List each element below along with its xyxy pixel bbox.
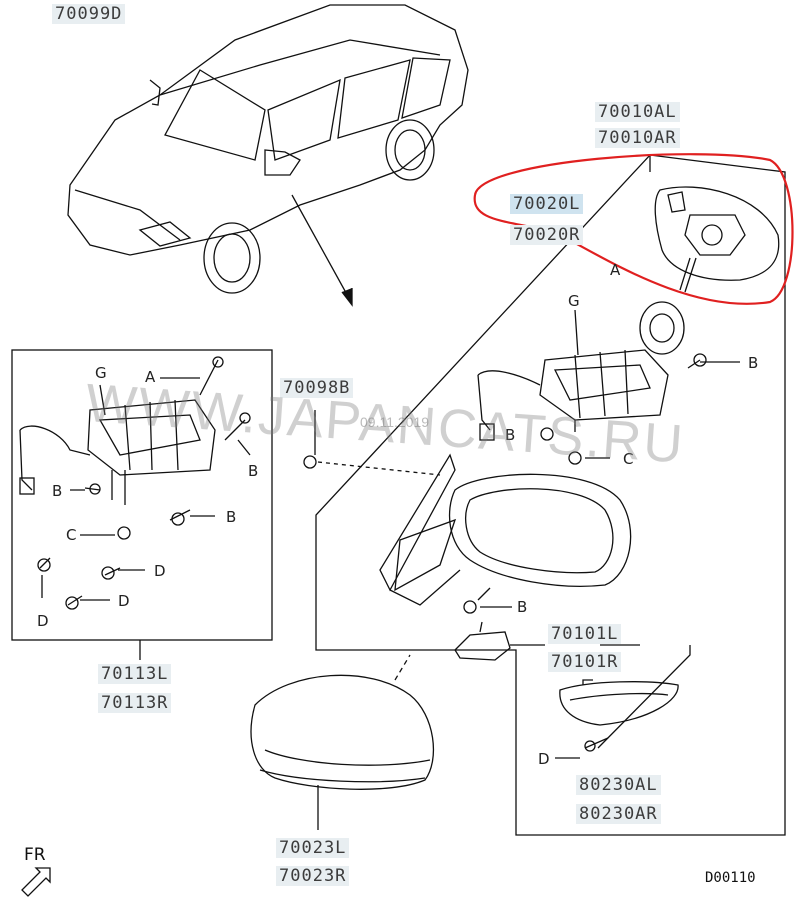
part-label-70010AR[interactable]: 70010AR xyxy=(595,128,680,148)
callout-b-right-1: B xyxy=(748,354,758,372)
screw-d2-left xyxy=(101,566,121,580)
part-label-70020L[interactable]: 70020L xyxy=(510,194,584,214)
mirror-bracket xyxy=(454,621,511,661)
callout-d-left-1: D xyxy=(154,562,166,580)
front-direction-label: FR xyxy=(24,845,46,865)
screw-c-right xyxy=(568,451,610,465)
callout-leaders-left xyxy=(41,377,251,601)
screw-a-left xyxy=(199,356,224,396)
callout-d-lamp: D xyxy=(538,750,550,768)
part-label-70098B[interactable]: 70098B xyxy=(280,378,354,398)
callout-a-glass: A xyxy=(610,261,621,279)
part-label-80230AR[interactable]: 80230AR xyxy=(576,804,661,824)
callout-d-left-2: D xyxy=(118,592,130,610)
lamp-leader xyxy=(597,645,691,749)
part-label-70023R[interactable]: 70023R xyxy=(276,866,350,886)
screw-b3-left xyxy=(169,509,191,526)
part-label-70101R[interactable]: 70101R xyxy=(548,652,622,672)
callout-b-left-1: B xyxy=(248,462,258,480)
turn-signal-lamp xyxy=(559,679,679,726)
screw-d-lamp xyxy=(555,737,609,759)
part-label-70101L[interactable]: 70101L xyxy=(548,624,622,644)
part-label-70113R[interactable]: 70113R xyxy=(98,693,172,713)
actuator-motor-right xyxy=(477,301,685,441)
grommet-70098B xyxy=(303,410,317,469)
screw-b-right xyxy=(687,353,707,369)
actuator-leader xyxy=(111,470,126,505)
part-label-70010AL[interactable]: 70010AL xyxy=(595,102,680,122)
grommet-dashed-leader xyxy=(317,461,441,476)
date-stamp: 09.11.2019 xyxy=(360,414,430,430)
callout-leaders-right xyxy=(574,309,740,432)
mirror-housing xyxy=(379,453,632,606)
callout-g-right: G xyxy=(568,292,580,310)
mirror-glass xyxy=(654,186,780,293)
screw-b1-left xyxy=(224,412,251,441)
assembly-frame xyxy=(315,154,786,836)
diagram-code: D00110 xyxy=(705,870,756,886)
pointer-arrow xyxy=(291,194,353,307)
screw-d1-left xyxy=(37,557,51,572)
part-label-70113L[interactable]: 70113L xyxy=(98,664,172,684)
cover-dashed-leader xyxy=(394,654,411,681)
callout-c-left: C xyxy=(66,526,76,544)
fr-direction-arrow-icon xyxy=(21,867,51,897)
screw-b2-right xyxy=(540,427,554,441)
callout-b-left-2: B xyxy=(52,482,62,500)
callout-a-left: A xyxy=(145,368,156,386)
actuator-detail-box xyxy=(11,349,273,641)
callout-leader-g-left xyxy=(99,384,106,416)
screw-b2-left xyxy=(84,483,101,495)
screw-d3-left xyxy=(65,595,83,610)
screw-b-housing xyxy=(463,587,512,614)
screw-c-left xyxy=(117,526,131,540)
vehicle-illustration xyxy=(67,4,469,294)
part-label-70099D[interactable]: 70099D xyxy=(52,4,126,24)
part-label-70020R[interactable]: 70020R xyxy=(510,225,584,245)
part-label-80230AL[interactable]: 80230AL xyxy=(576,775,661,795)
callout-c-right: C xyxy=(623,450,633,468)
actuator-motor-left xyxy=(19,399,216,495)
mirror-cover xyxy=(250,674,435,790)
part-label-70023L[interactable]: 70023L xyxy=(276,838,350,858)
callout-g-left: G xyxy=(95,364,107,382)
callout-b-right-2: B xyxy=(505,426,515,444)
callout-d-left-3: D xyxy=(37,612,49,630)
callout-b-left-3: B xyxy=(226,508,236,526)
callout-b-housing: B xyxy=(517,598,527,616)
